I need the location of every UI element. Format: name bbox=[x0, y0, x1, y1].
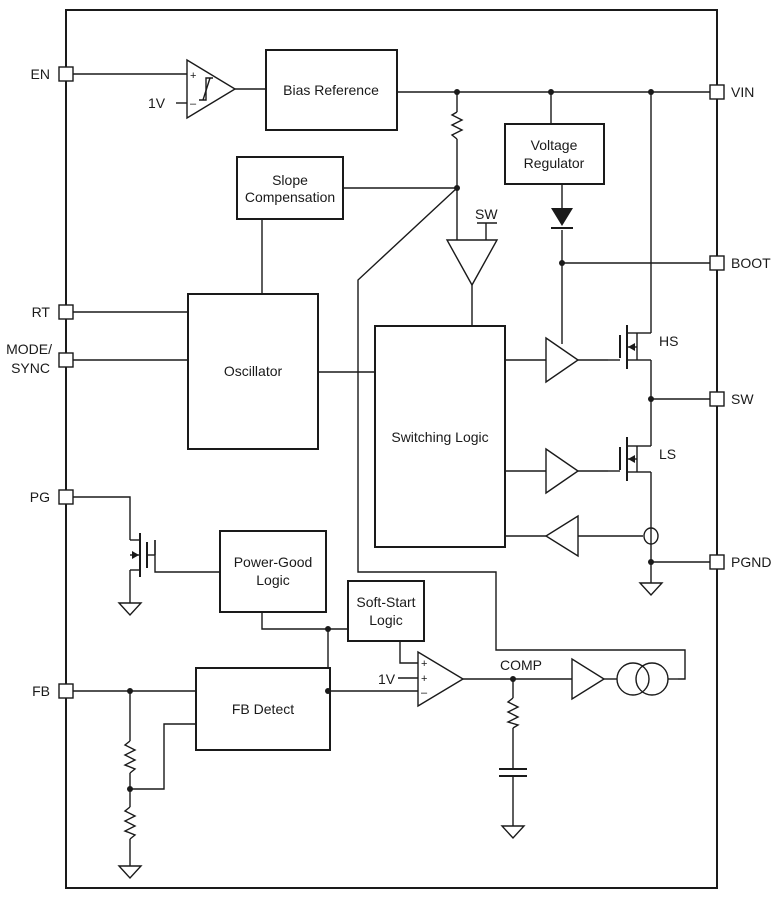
ic-outline bbox=[65, 9, 718, 889]
pin-label-sync: SYNC bbox=[11, 360, 50, 376]
soft-start-logic-block bbox=[347, 580, 425, 642]
boot-diode-icon bbox=[551, 208, 573, 229]
pin-fb[interactable] bbox=[58, 683, 74, 699]
pin-mode-sync[interactable] bbox=[58, 352, 74, 368]
fb-upper-resistor-icon bbox=[123, 740, 137, 774]
ls-label: LS bbox=[659, 446, 676, 462]
switching-logic-label: Switching Logic bbox=[391, 429, 488, 445]
bias-reference-block bbox=[265, 49, 398, 131]
comp-buffer bbox=[571, 657, 606, 701]
fb-detect-block bbox=[195, 667, 331, 751]
current-source-icon bbox=[616, 662, 650, 696]
pg-mosfet-icon bbox=[130, 533, 156, 577]
sw-sense-label: SW bbox=[475, 206, 498, 222]
comp-resistor-icon bbox=[506, 697, 520, 729]
power-good-logic-block bbox=[219, 530, 327, 613]
pin-sw[interactable] bbox=[709, 391, 725, 407]
switching-logic-block bbox=[374, 325, 506, 548]
en-ref-1v: 1V bbox=[148, 95, 166, 111]
pin-en[interactable] bbox=[58, 66, 74, 82]
current-sense-amp bbox=[544, 514, 579, 558]
wiring bbox=[73, 73, 710, 866]
junction-dots bbox=[127, 89, 654, 792]
slope-compensation-label-2: Compensation bbox=[245, 189, 335, 205]
pin-label-rt: RT bbox=[32, 304, 51, 320]
fb-detect-label: FB Detect bbox=[232, 701, 294, 717]
enable-comparator bbox=[186, 58, 237, 120]
oscillator-label: Oscillator bbox=[224, 363, 283, 379]
pin-boot[interactable] bbox=[709, 255, 725, 271]
ground-icon-pg bbox=[117, 602, 143, 617]
pin-label-pgnd: PGND bbox=[731, 554, 771, 570]
ground-icon-comp bbox=[500, 825, 526, 840]
comp-capacitor-icon bbox=[499, 768, 527, 777]
pins bbox=[58, 66, 725, 699]
pin-vin[interactable] bbox=[709, 84, 725, 100]
ea-minus: – bbox=[421, 687, 428, 699]
pin-label-en: EN bbox=[31, 66, 50, 82]
voltage-regulator-label-2: Regulator bbox=[524, 155, 585, 171]
voltage-regulator-label-1: Voltage bbox=[531, 137, 578, 153]
pin-label-fb: FB bbox=[32, 683, 50, 699]
hs-label: HS bbox=[659, 333, 678, 349]
fb-lower-resistor-icon bbox=[123, 806, 137, 840]
hs-gate-driver bbox=[545, 336, 580, 384]
en-plus-sign: + bbox=[190, 70, 196, 82]
ground-icon-fb bbox=[117, 865, 143, 880]
pin-pg[interactable] bbox=[58, 489, 74, 505]
comp-label: COMP bbox=[500, 657, 542, 673]
power-good-label-1: Power-Good bbox=[234, 554, 313, 570]
ground-icon-pgnd bbox=[638, 582, 664, 597]
ea-plus-2: + bbox=[421, 673, 427, 685]
sw-sense-buffer bbox=[445, 239, 499, 287]
pin-label-boot: BOOT bbox=[731, 255, 771, 271]
ea-ref-1v: 1V bbox=[378, 671, 396, 687]
current-sense-ring bbox=[643, 527, 659, 545]
slope-compensation-label-1: Slope bbox=[272, 172, 308, 188]
pin-label-mode: MODE/ bbox=[6, 341, 52, 357]
ea-plus-1: + bbox=[421, 658, 427, 670]
power-good-label-2: Logic bbox=[256, 572, 289, 588]
error-amplifier bbox=[417, 650, 465, 708]
divider-resistor-icon bbox=[450, 111, 464, 140]
ls-mosfet-icon bbox=[608, 437, 638, 481]
en-minus-sign: – bbox=[190, 98, 197, 110]
hs-mosfet-icon bbox=[608, 325, 638, 369]
pin-label-sw: SW bbox=[731, 391, 754, 407]
voltage-regulator-block bbox=[504, 123, 605, 185]
pin-label-pg: PG bbox=[30, 489, 50, 505]
oscillator-block bbox=[187, 293, 319, 450]
bias-reference-label: Bias Reference bbox=[283, 82, 379, 98]
pin-pgnd[interactable] bbox=[709, 554, 725, 570]
soft-start-label-1: Soft-Start bbox=[356, 594, 415, 610]
pin-rt[interactable] bbox=[58, 304, 74, 320]
soft-start-label-2: Logic bbox=[369, 612, 402, 628]
slope-compensation-block bbox=[236, 156, 344, 220]
pin-label-vin: VIN bbox=[731, 84, 754, 100]
ls-gate-driver bbox=[545, 447, 580, 495]
